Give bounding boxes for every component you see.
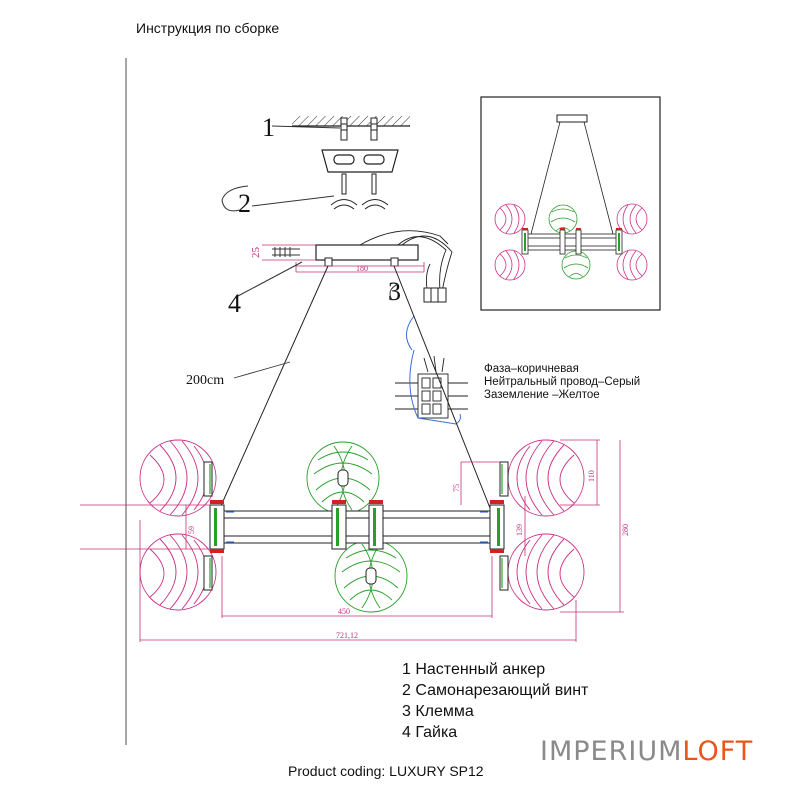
inset-preview: [480, 96, 661, 311]
dim-721-label: 721,12: [336, 631, 358, 640]
wire-ground-label: Заземление –Желтое: [484, 389, 600, 401]
ceiling: [292, 116, 410, 127]
legend-item-4: 4 Гайка: [402, 724, 457, 741]
dim-75-label: 75: [452, 484, 461, 492]
callout-4: 4: [228, 289, 241, 318]
brand-part-1: IMPERIUM: [540, 736, 682, 767]
horizontal-bars: [221, 510, 493, 544]
leader-line-2: [251, 195, 335, 207]
dim-280-label: 280: [621, 524, 630, 536]
dim-139-label: 139: [515, 524, 524, 536]
wire-phase-label: Фаза–коричневая: [484, 363, 579, 375]
legend-item-2: 2 Самонарезающий винт: [402, 682, 589, 699]
legend-item-3: 3 Клемма: [402, 703, 474, 720]
globe-sockets: [203, 461, 509, 591]
supply-wires: [359, 230, 453, 295]
suspension-cables: [219, 265, 491, 509]
dim-25-label: 25: [250, 247, 262, 259]
dim-59-label: 59: [187, 526, 196, 534]
blue-pointer: [406, 315, 415, 351]
canopy: [315, 244, 419, 267]
wiring-detail: [395, 355, 468, 419]
leader-line-4: [237, 261, 303, 297]
mounting-bracket: [321, 149, 399, 173]
dim-180-label: 180: [356, 264, 368, 273]
fixture-body: [139, 439, 585, 613]
dim-110-label: 110: [587, 470, 596, 482]
green-shades: [306, 441, 408, 613]
self-tapping-screws: [330, 173, 389, 210]
wall-anchors: [340, 117, 378, 141]
terminal-block: [423, 287, 447, 303]
leader-line-1: [271, 125, 341, 129]
dim-canopy-height: [262, 244, 316, 261]
cable-length-leader: [233, 361, 291, 379]
page-title: Инструкция по сборке: [136, 20, 279, 36]
canopy-screws: [272, 247, 300, 257]
product-coding: Product coding: LUXURY SP12: [288, 763, 484, 779]
brand-part-2: LOFT: [682, 736, 753, 767]
red-clamps: [210, 500, 504, 553]
dim-450-label: 450: [338, 607, 350, 616]
wire-neutral-label: Нейтральный провод–Серый: [484, 376, 640, 388]
legend-item-1: 1 Настенный анкер: [402, 661, 545, 678]
callout-2-swirl: [221, 185, 249, 212]
callout-1: 1: [262, 113, 275, 142]
brand-logo: IMPERIUMLOFT: [540, 736, 753, 767]
callout-2: 2: [238, 189, 251, 218]
callout-3-swirl: [389, 283, 399, 301]
blue-frame: [409, 349, 461, 425]
cable-length-label: 200cm: [186, 373, 224, 388]
fixture-dimension-lines: [80, 439, 624, 642]
dim-canopy-width: [295, 262, 425, 273]
